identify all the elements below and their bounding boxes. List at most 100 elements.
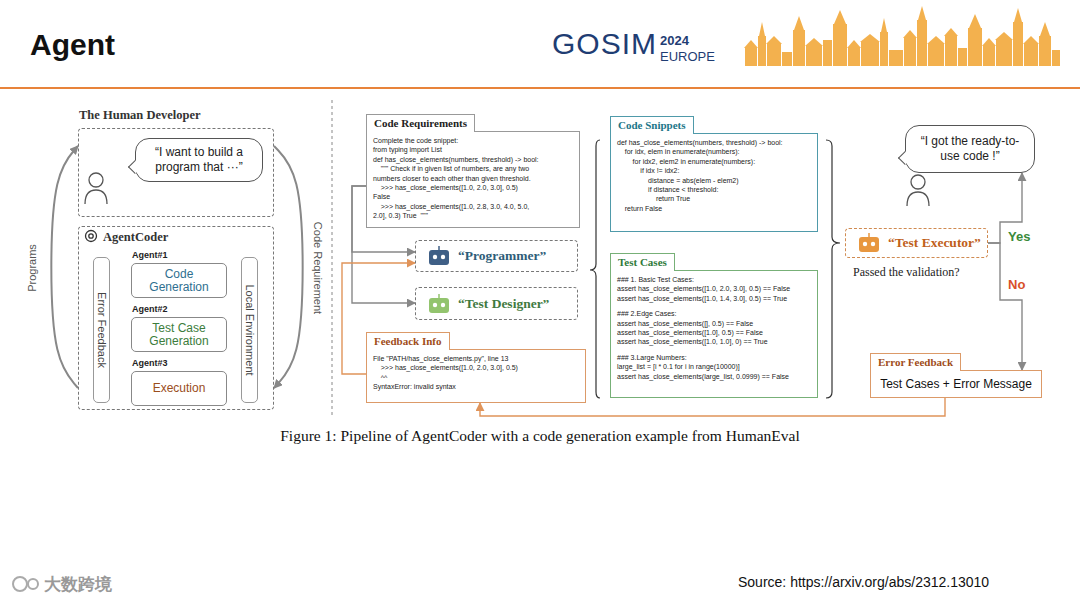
node-text: “I got the ready-to-use code !”: [916, 134, 1024, 164]
node-heading: Code Snippets: [610, 116, 694, 134]
decision-question: Passed the validation?: [853, 265, 960, 280]
watermark-ring: [13, 577, 27, 591]
bracket: [826, 140, 840, 398]
group-region: The Human Developer“I want to build a pr…: [78, 128, 274, 217]
node-text: def has_close_elements(numbers, threshol…: [617, 138, 811, 147]
person-head: [89, 173, 103, 187]
robot-eye: [863, 242, 867, 246]
skyline-building: [782, 52, 792, 66]
logo-region: EUROPE: [660, 49, 715, 64]
agent-box: Agent#1Code Generation: [131, 263, 227, 298]
edge-label: Code Requirement: [312, 222, 324, 314]
node-text: def has_close_elements(numbers, threshol…: [373, 155, 573, 164]
watermark-ring: [28, 579, 38, 589]
node-text: Error Feedback: [96, 292, 108, 368]
skyline-building: [927, 36, 945, 66]
node-text: ### 1. Basic Test Cases:: [617, 275, 811, 284]
node-text: assert has_close_elements([1.0, 1.4, 3.0…: [617, 294, 811, 303]
node-text: ### 2.Edge Cases:: [617, 309, 811, 318]
slide-title: Agent: [30, 28, 115, 62]
node-text: ^^: [373, 373, 579, 382]
node-text: Local Environment: [244, 284, 256, 375]
watermark-logo: [13, 577, 38, 591]
node-text: “Test Designer”: [458, 296, 549, 312]
skyline-building: [860, 34, 880, 66]
node-text: assert has_close_elements([1.0], 0.5) ==…: [617, 328, 811, 337]
separator-line: [332, 100, 333, 415]
skyline-building: [968, 14, 982, 66]
role-box: “Test Designer”: [415, 287, 578, 320]
node-text: for idx2, elem2 in enumerate(numbers):: [617, 157, 811, 166]
robot-icon: [856, 232, 882, 254]
node-text: >>> has_close_elements([1.0, 2.8, 3.0, 4…: [373, 202, 573, 211]
skyline-building: [823, 40, 832, 66]
node-text: large_list = [i * 0.1 for i in range(100…: [617, 362, 811, 371]
robot-head: [429, 298, 449, 313]
node-text: >>> has_close_elements([1.0, 2.0, 3.0], …: [373, 183, 573, 192]
node-heading: The Human Developer: [79, 108, 201, 123]
logo-ring: [86, 231, 97, 242]
node-text: distance = abs(elem - elem2): [617, 176, 811, 185]
role-box: “Test Executor”: [845, 228, 988, 258]
node-heading: Test Cases: [610, 253, 675, 271]
edge-label: Programs: [26, 244, 38, 292]
node-heading: Feedback Info: [366, 332, 450, 350]
robot-antenna: [438, 294, 440, 298]
node-text: return True: [617, 194, 811, 203]
skyline-building: [847, 40, 861, 66]
node-text: if idx != idx2:: [617, 166, 811, 175]
skyline-building: [1052, 50, 1060, 66]
header-rule: [0, 87, 1080, 89]
node-text: Code Generation: [136, 268, 222, 294]
person-body: [907, 192, 929, 206]
node-text: “Programmer”: [458, 248, 546, 264]
skyline-building: [1023, 36, 1039, 66]
openai-logo: [86, 231, 97, 242]
group-region: AgentCoderError Feedback Agent#1Code Gene…: [78, 226, 274, 410]
node-text: Execution: [153, 382, 206, 395]
agent-box: Agent#3Execution: [131, 371, 227, 406]
skyline-building: [805, 38, 823, 66]
robot-head: [429, 250, 449, 265]
connector: [988, 243, 1022, 370]
skyline-building: [1013, 8, 1023, 66]
skyline-building: [903, 30, 917, 66]
node-text: assert has_close_elements([], 0.5) == Fa…: [617, 319, 811, 328]
logo-text: GOSIM: [552, 27, 657, 61]
edge-label: Yes: [1008, 229, 1030, 244]
skyline-building: [1039, 22, 1051, 66]
skyline-building: [944, 28, 958, 66]
skyline-building: [833, 10, 847, 66]
skyline-building: [744, 40, 758, 66]
robot-icon: [426, 245, 452, 267]
node-text: Complete the code snippet:: [373, 136, 573, 145]
node-heading: Code Requirements: [366, 114, 475, 132]
node-text: “I want to build a program that ···”: [146, 145, 252, 175]
robot-antenna: [868, 233, 870, 237]
code-panel: Code Snippetsdef has_close_elements(numb…: [610, 133, 818, 232]
agent-box: Agent#2Test Case Generation: [131, 317, 227, 352]
node-text: SyntaxError: invalid syntax: [373, 382, 579, 391]
skyline-building: [889, 50, 903, 66]
edge-label: No: [1008, 277, 1025, 292]
city-skyline: [744, 6, 1060, 66]
skyline-building: [958, 48, 967, 66]
node-text: from typing import List: [373, 145, 573, 154]
node-text: >>> has_close_elements([1.0, 2.0, 3.0], …: [373, 363, 579, 372]
logo-core: [89, 234, 93, 238]
connector: [51, 146, 78, 388]
person-body: [85, 190, 107, 204]
node-text: Test Case Generation: [136, 322, 222, 348]
node-text: assert has_close_elements(large_list, 0.…: [617, 372, 811, 381]
node-text: assert has_close_elements([1.0, 1.0], 0)…: [617, 337, 811, 346]
bracket: [590, 140, 600, 398]
robot-head: [859, 237, 879, 252]
side-bar: Error Feedback: [93, 257, 110, 403]
node-heading: Error Feedback: [870, 353, 961, 371]
node-heading: AgentCoder: [103, 230, 168, 245]
node-text: numbers closer to each other than given …: [373, 174, 573, 183]
code-panel: Feedback InfoFile "PATH/has_close_elemen…: [366, 349, 586, 403]
node-text: if distance < threshold:: [617, 185, 811, 194]
logo-year: 2024: [660, 33, 689, 48]
